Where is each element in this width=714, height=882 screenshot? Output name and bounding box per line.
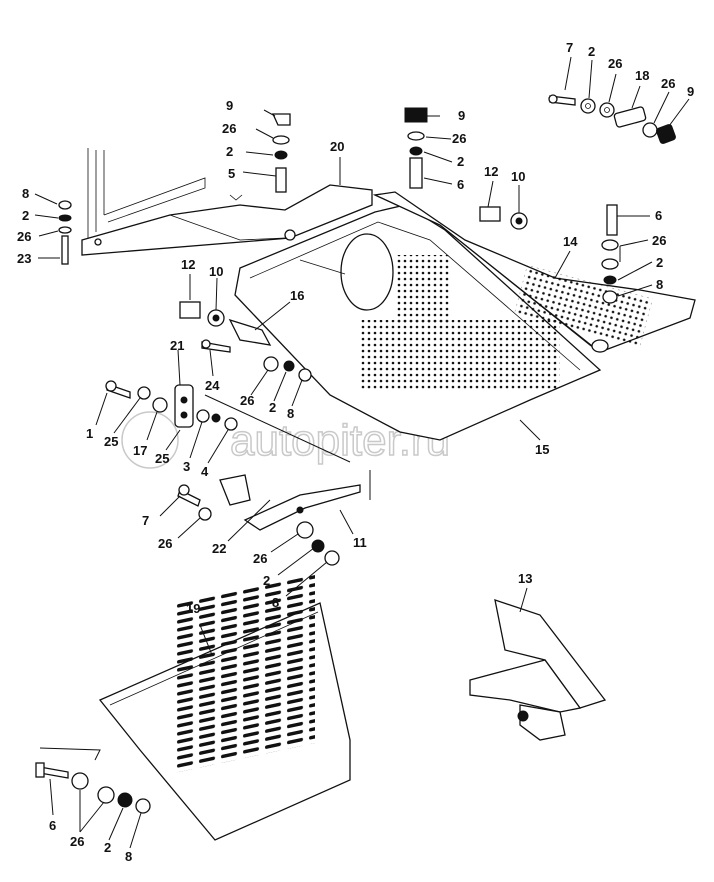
callout-label: 2 [226,144,233,159]
callout-label: 13 [518,571,532,586]
callout-label: 8 [287,406,294,421]
callout-label: 1 [86,426,93,441]
callout-label: 16 [290,288,304,303]
callout-label: 6 [49,818,56,833]
callout-label: 2 [269,400,276,415]
bracket-22 [219,474,361,531]
callout-label: 7 [142,513,149,528]
callout-label: 3 [183,459,190,474]
callout-label: 17 [133,443,147,458]
callout-label: 2 [104,840,111,855]
callout-label: 18 [635,68,649,83]
callout-label: 12 [484,164,498,179]
cover-perforations [360,255,560,390]
callout-label: 26 [222,121,236,136]
callout-label: 26 [452,131,466,146]
callout-label: 26 [17,229,31,244]
callout-label: 2 [22,208,29,223]
callout-label: 4 [201,464,209,479]
callout-label: 8 [656,277,663,292]
callout-label: 12 [181,257,195,272]
callout-label: 15 [535,442,549,457]
callout-label: 2 [656,255,663,270]
callout-label: 26 [70,834,84,849]
callout-label: 6 [655,208,662,223]
callout-label: 8 [22,186,29,201]
callout-label: 8 [125,849,132,864]
callout-label: 26 [240,393,254,408]
callout-label: 7 [566,40,573,55]
callout-label: 9 [226,98,233,113]
bracket-13 [469,599,607,741]
callout-label: 25 [104,434,118,449]
callout-label: 26 [652,233,666,248]
callout-label: 6 [457,177,464,192]
panel-19 [98,573,351,841]
callout-label: 22 [212,541,226,556]
callout-labels: 7 2 26 18 26 9 9 9 26 26 2 2 5 6 20 12 1… [17,40,694,864]
callout-label: 26 [608,56,622,71]
bracket-20 [81,148,373,256]
callout-label: 2 [457,154,464,169]
callout-label: 10 [511,169,525,184]
callout-label: 5 [228,166,235,181]
callout-label: 9 [458,108,465,123]
callout-label: 2 [588,44,595,59]
callout-label: 10 [209,264,223,279]
callout-label: 11 [353,535,367,550]
leader-lines [34,56,690,849]
callout-label: 9 [687,84,694,99]
step-14 [372,191,696,353]
callout-label: 14 [563,234,578,249]
handle-21 [174,384,194,428]
callout-label: 26 [158,536,172,551]
callout-label: 26 [661,76,675,91]
callout-label: 25 [155,451,169,466]
callout-label: 8 [272,595,279,610]
callout-label: 24 [205,378,220,393]
callout-label: 19 [186,601,200,616]
callout-label: 2 [263,573,270,588]
callout-label: 21 [170,338,184,353]
callout-label: 26 [253,551,267,566]
cover-15 [234,204,602,441]
callout-label: 23 [17,251,31,266]
fasteners [35,94,676,814]
callout-label: 20 [330,139,344,154]
